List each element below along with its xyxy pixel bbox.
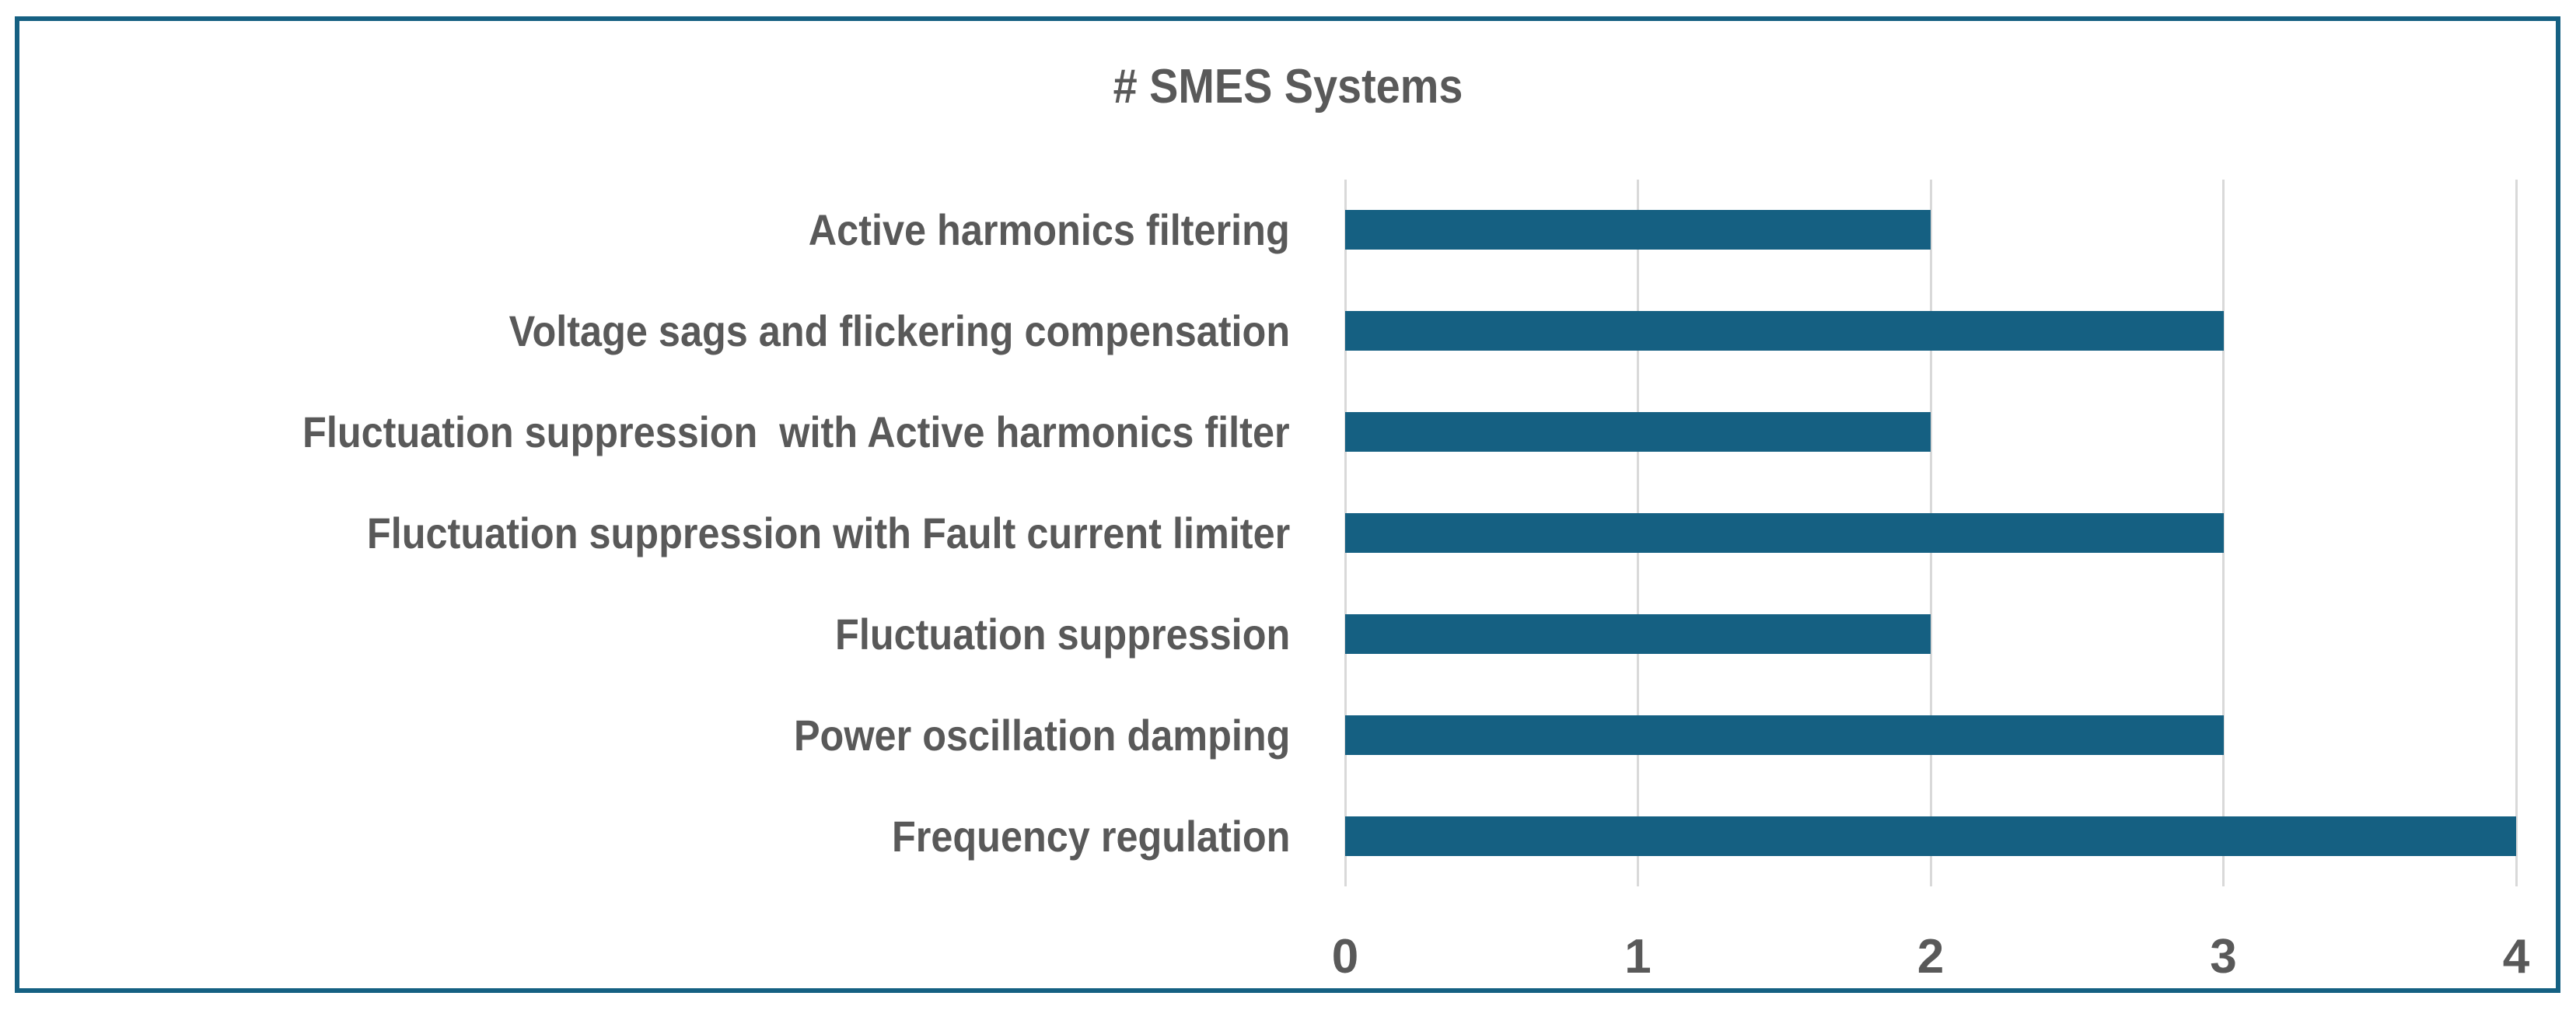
bar-5 [1345,613,1931,654]
bar-row [1345,281,2516,382]
category-label-row: Fluctuation suppression with Active harm… [0,382,1290,483]
category-label-6: Power oscillation damping [793,710,1290,760]
bar-7 [1345,816,2516,856]
category-label-row: Fluctuation suppression with Fault curre… [0,483,1290,584]
bar-row [1345,583,2516,684]
bar-row [1345,785,2516,886]
bar-row [1345,684,2516,785]
category-label-row: Power oscillation damping [0,684,1290,785]
category-label-2: Voltage sags and flickering compensation [509,306,1290,356]
bar-3 [1345,412,1931,453]
value-axis-tick-labels: 0 1 2 3 4 [1332,929,2529,985]
category-label-5: Fluctuation suppression [834,609,1290,659]
bar-row [1345,382,2516,483]
gridline-x-4 [2515,180,2518,886]
x-tick-label-0: 0 [1331,930,1359,984]
category-label-row: Voltage sags and flickering compensation [0,281,1290,382]
x-tick-label-1: 1 [1624,930,1652,984]
bar-row [1345,180,2516,281]
bar-6 [1345,715,2224,755]
category-label-1: Active harmonics filtering [809,205,1290,255]
plot-area [1344,180,2518,886]
chart-title: # SMES Systems [1113,60,1463,114]
category-label-3: Fluctuation suppression with Active harm… [302,407,1290,457]
category-label-row: Active harmonics filtering [0,180,1290,281]
x-tick-label-4: 4 [2502,930,2530,984]
category-label-row: Fluctuation suppression [0,583,1290,684]
category-label-4: Fluctuation suppression with Fault curre… [366,508,1290,557]
x-tick-label-3: 3 [2210,930,2237,984]
x-tick-label-2: 2 [1917,930,1945,984]
category-label-7: Frequency regulation [891,811,1290,861]
category-label-row: Frequency regulation [0,785,1290,886]
bar-2 [1345,311,2224,351]
bar-4 [1345,513,2224,553]
bar-1 [1345,210,1931,250]
bar-row [1345,483,2516,584]
gridline-x-3 [2222,180,2225,886]
bars-group [1345,180,2516,886]
